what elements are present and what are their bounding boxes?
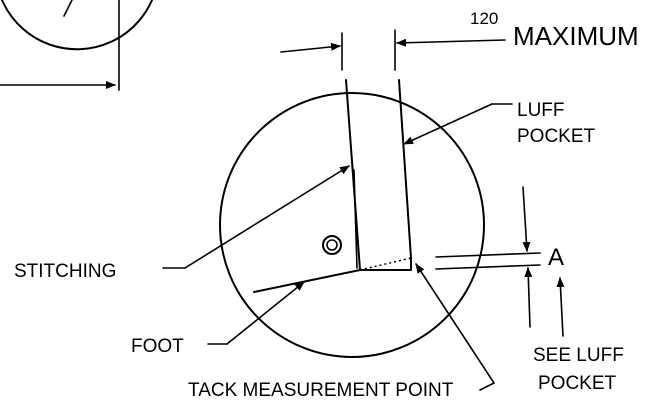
dimension-a-label: A <box>548 244 564 271</box>
foot-label: FOOT <box>131 336 184 357</box>
luff-pocket-label-line2: POCKET <box>517 126 596 147</box>
dim-a-ext-bottom <box>435 264 541 270</box>
partial-detail-line <box>63 0 73 17</box>
luff-pocket-label-line1: LUFF <box>517 100 565 121</box>
foot-line <box>253 269 361 293</box>
maximum-label: MAXIMUM <box>513 21 639 51</box>
dim-a-arrow-top <box>522 186 531 252</box>
dim-arrow-right <box>396 38 506 47</box>
stitching-label: STITCHING <box>14 261 116 282</box>
tack-measurement-point-label: TACK MEASUREMENT POINT <box>188 380 454 401</box>
see-luff-label-line1: SEE LUFF <box>533 345 624 366</box>
dim-arrow-left <box>280 42 341 53</box>
stitching-leader-arrow <box>184 165 350 269</box>
tack-leader-arrow <box>415 263 495 384</box>
foot-leader-arrow <box>226 281 305 345</box>
dimension-value: 120 <box>470 9 498 28</box>
grommet-inner <box>326 239 338 251</box>
see-luff-arrow <box>556 277 565 337</box>
luff-leader-arrow <box>403 103 493 145</box>
tack-dotted-line <box>359 257 412 271</box>
grommet-outer <box>322 235 342 255</box>
see-luff-label-line2: POCKET <box>538 373 617 394</box>
dim-a-arrow-bottom <box>524 267 533 328</box>
detail-circle <box>219 92 485 358</box>
luff-pocket-left-edge <box>345 79 361 271</box>
dim-a-ext-top <box>435 252 541 258</box>
partial-detail-circle <box>0 0 154 51</box>
tack-leader-tail <box>479 382 495 391</box>
stitching-line <box>353 169 358 269</box>
luff-pocket-right-edge <box>398 79 412 259</box>
